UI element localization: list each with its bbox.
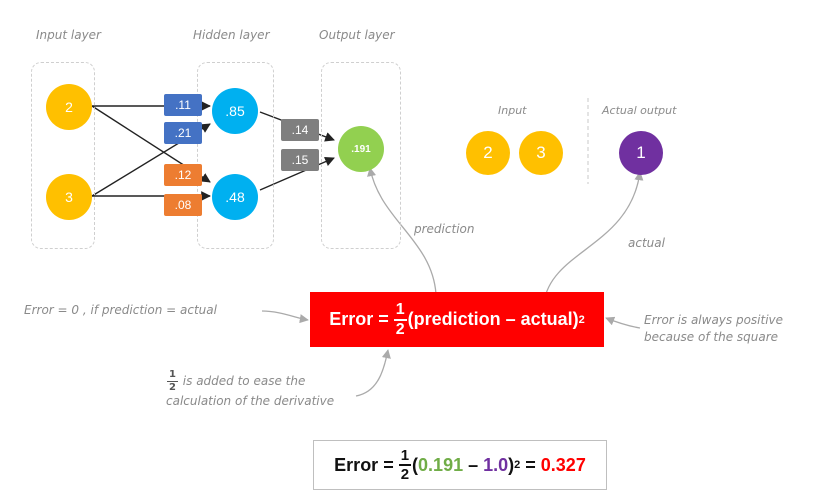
calc-exponent: 2: [514, 459, 521, 471]
input-layer-label: Input layer: [36, 28, 101, 42]
half-annotation: 1 2 is added to ease the calculation of …: [166, 370, 334, 410]
hidden-node-1: .85: [212, 88, 258, 134]
error-calculation-box: Error = 1 2 (0.191 – 1.0)2 = 0.327: [313, 440, 607, 490]
actual-output-node: 1: [619, 131, 663, 175]
formula-lhs: Error =: [329, 309, 389, 329]
calc-open-paren: (: [412, 454, 419, 475]
error-zero-arrow: [261, 310, 309, 324]
calc-actual-value: 1.0: [483, 454, 509, 475]
output-layer-label: Output layer: [319, 28, 395, 42]
input-node-2: 3: [46, 174, 92, 220]
prediction-curve: [367, 167, 437, 295]
actual-curve: [543, 171, 644, 303]
error-zero-annotation: Error = 0 , if prediction = actual: [24, 303, 217, 317]
weight-box-3: .12: [164, 164, 202, 186]
calc-prediction-value: 0.191: [418, 454, 464, 475]
sample-input-node-1: 2: [466, 131, 510, 175]
actual-annotation: actual: [628, 236, 665, 250]
formula-exponent: 2: [578, 313, 585, 326]
half-fraction: 1 2: [167, 369, 178, 393]
calc-close-paren: ): [508, 454, 515, 475]
half-arrow: [355, 349, 391, 397]
weight-box-4: .08: [164, 194, 202, 216]
input-node-1: 2: [46, 84, 92, 130]
always-positive-line-1: Error is always positive: [644, 313, 784, 327]
calc-minus: –: [463, 454, 484, 475]
error-formula-box: Error = 1 2 (prediction – actual)2: [310, 292, 604, 347]
always-positive-annotation: Error is always positive because of the …: [644, 312, 783, 346]
calc-lhs: Error =: [334, 454, 394, 475]
half-annotation-line-2: calculation of the derivative: [166, 394, 335, 408]
always-positive-line-2: because of the square: [644, 330, 779, 344]
hidden-layer-label: Hidden layer: [193, 28, 270, 42]
formula-body: (prediction – actual): [407, 309, 579, 329]
half-annotation-line-1: 1 2 is added to ease the: [167, 369, 306, 393]
weight-box-2: .21: [164, 122, 202, 144]
sample-input-node-2: 3: [519, 131, 563, 175]
prediction-annotation: prediction: [414, 222, 475, 236]
hidden-node-2: .48: [212, 174, 258, 220]
input-layer-box: [31, 62, 95, 249]
calc-result: 0.327: [540, 454, 586, 475]
formula-fraction: 1 2: [393, 300, 407, 338]
output-layer-box: [321, 62, 401, 249]
always-positive-arrow: [605, 316, 641, 329]
weight-box-1: .11: [164, 94, 202, 116]
calc-fraction: 1 2: [398, 447, 412, 483]
calc-equals: =: [520, 454, 541, 475]
hidden-layer-box: [197, 62, 274, 249]
output-node: .191: [338, 126, 384, 172]
actual-output-label: Actual output: [602, 104, 677, 117]
weight-box-5: .14: [281, 119, 319, 141]
sample-input-label: Input: [498, 104, 527, 117]
weight-box-6: .15: [281, 149, 319, 171]
